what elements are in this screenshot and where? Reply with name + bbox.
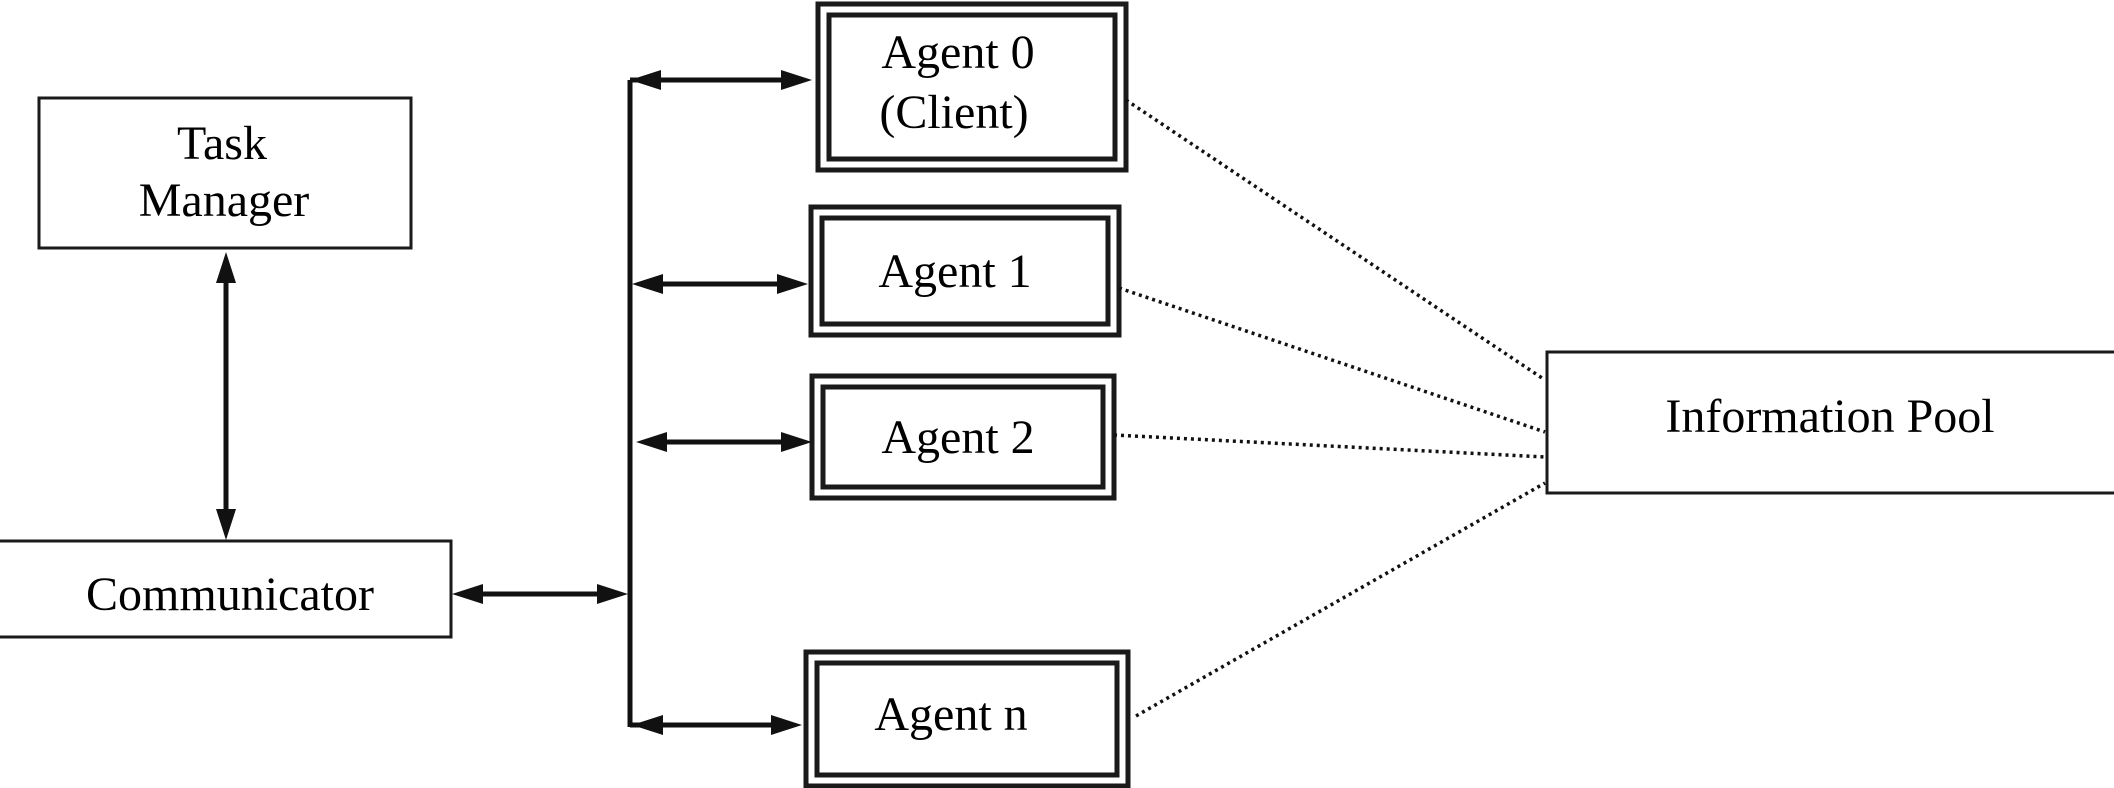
task-manager-box (37, 96, 413, 250)
arrowhead-left-communicator (452, 584, 483, 604)
agent2-pool-dotted-link (1113, 433, 1546, 459)
arrowhead-left-agentn (632, 715, 663, 735)
agent-2-inner-border (820, 384, 1106, 490)
arrowhead-down-communicator (216, 509, 236, 540)
agent-n-outer-border (803, 649, 1131, 788)
communicator-box (0, 539, 453, 639)
agent-2-outer-border (809, 373, 1117, 501)
agent-2-label: Agent 2 (881, 411, 1034, 464)
task-manager-label-line1: Task (177, 117, 267, 170)
taskmanager-communicator-connector (216, 252, 236, 540)
arrowhead-up-taskmanager (216, 252, 236, 283)
agent-2-node: Agent 2 (809, 373, 1117, 501)
communicator-label: Communicator (86, 568, 374, 621)
agent-1-label: Agent 1 (878, 245, 1031, 298)
arrowhead-left-agent0 (630, 70, 661, 90)
information-pool-links (1113, 98, 1546, 718)
agent-1-inner-border (819, 215, 1111, 327)
agent-n-node: Agent n (803, 649, 1131, 788)
agent-0-label-line1: Agent 0 (881, 26, 1034, 79)
arrowhead-right-agentn (771, 715, 802, 735)
information-pool-label: Information Pool (1665, 390, 1994, 443)
arrowhead-right-agent1 (777, 274, 808, 294)
agent-n-inner-border (814, 660, 1120, 778)
bus-agent1-connector (632, 274, 808, 294)
agentn-pool-dotted-link (1135, 481, 1546, 718)
agent-0-inner-border (826, 12, 1118, 162)
communicator-bus-connector (452, 584, 628, 604)
agent-n-label: Agent n (874, 688, 1027, 741)
communicator-node: Communicator (0, 539, 453, 639)
arrowhead-right-agent2 (781, 432, 812, 452)
task-manager-label-line2: Manager (139, 174, 310, 227)
agent-0-label-line2: (Client) (879, 86, 1028, 139)
arrowhead-right-bus (597, 584, 628, 604)
agent-0-outer-border (815, 1, 1129, 173)
task-manager-node: Task Manager (37, 96, 413, 250)
arrowhead-right-agent0 (781, 70, 812, 90)
agent-0-node: Agent 0 (Client) (815, 1, 1129, 173)
agent0-pool-dotted-link (1125, 98, 1546, 382)
information-pool-box (1545, 350, 2114, 495)
arrowhead-left-agent1 (632, 274, 663, 294)
information-pool-node: Information Pool (1545, 350, 2114, 495)
agent1-pool-dotted-link (1118, 286, 1546, 434)
arrowhead-left-agent2 (636, 432, 667, 452)
agent-1-node: Agent 1 (808, 204, 1122, 338)
bus-agent0-connector (630, 70, 812, 90)
bus-agent2-connector (636, 432, 812, 452)
bus-agentn-connector (630, 715, 802, 735)
agent-1-outer-border (808, 204, 1122, 338)
